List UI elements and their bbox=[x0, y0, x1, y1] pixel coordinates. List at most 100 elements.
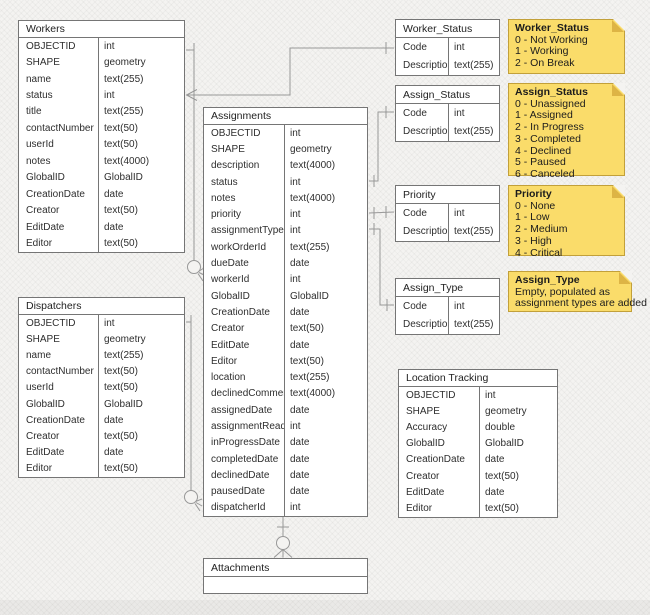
rel-workers-assignments[interactable] bbox=[186, 43, 205, 282]
field-type: text(50) bbox=[284, 320, 367, 337]
field-type: text(50) bbox=[284, 353, 367, 370]
field-type: int bbox=[448, 204, 499, 223]
field-name: EditDate bbox=[26, 221, 65, 233]
entity-title: Attachments bbox=[204, 559, 367, 577]
note-line: 3 - Completed bbox=[515, 132, 581, 145]
field-type: date bbox=[284, 402, 367, 419]
field-name: declinedDate bbox=[211, 469, 270, 481]
field-name: assignedDate bbox=[211, 404, 273, 416]
field-name: description bbox=[211, 160, 260, 172]
note-title: Assign_Status bbox=[515, 86, 588, 98]
field-name: status bbox=[26, 90, 53, 102]
field-type: text(50) bbox=[479, 467, 557, 485]
field-name: Description bbox=[403, 319, 448, 331]
field-type: date bbox=[98, 185, 184, 203]
field-name: Description bbox=[403, 226, 448, 238]
entity-table-priority[interactable]: PriorityCodeintDescriptiontext(255) bbox=[395, 185, 500, 242]
field-name: dueDate bbox=[211, 258, 249, 270]
rel-assignments-assign-status[interactable] bbox=[369, 106, 394, 187]
rel-assignments-attachments[interactable] bbox=[273, 515, 293, 558]
field-name: workOrderId bbox=[211, 241, 267, 253]
note-line: 5 - Paused bbox=[515, 156, 566, 169]
field-name: GlobalID bbox=[26, 172, 65, 184]
field-name: notes bbox=[211, 192, 236, 204]
field-type: text(255) bbox=[448, 56, 499, 75]
entity-table-attachments[interactable]: Attachments bbox=[203, 558, 368, 594]
field-type: text(255) bbox=[98, 347, 184, 364]
field-name: status bbox=[211, 176, 238, 188]
entity-title: Dispatchers bbox=[19, 298, 184, 315]
field-type: date bbox=[284, 336, 367, 354]
field-row: Descriptiontext(255) bbox=[396, 56, 499, 75]
field-type: text(50) bbox=[98, 363, 184, 380]
field-type: date bbox=[98, 444, 184, 461]
field-name: completedDate bbox=[211, 453, 279, 465]
rel-assignments-assign-type[interactable] bbox=[369, 223, 394, 311]
field-type: date bbox=[284, 467, 367, 484]
field-type: date bbox=[284, 450, 367, 468]
field-name: inProgressDate bbox=[211, 437, 280, 449]
field-name: title bbox=[26, 106, 42, 118]
field-name: contactNumber bbox=[26, 122, 94, 134]
entity-table-assign-type[interactable]: Assign_TypeCodeintDescriptiontext(255) bbox=[395, 278, 500, 335]
rel-assignments-priority[interactable] bbox=[368, 206, 395, 219]
field-type: GlobalID bbox=[284, 287, 367, 305]
field-type: int bbox=[98, 315, 184, 332]
field-name: userId bbox=[26, 139, 54, 151]
field-type: text(4000) bbox=[98, 153, 184, 170]
entity-title: Location Tracking bbox=[399, 370, 557, 387]
field-name: Creator bbox=[406, 470, 440, 482]
entity-table-worker-status[interactable]: Worker_StatusCodeintDescriptiontext(255) bbox=[395, 19, 500, 76]
entity-title: Workers bbox=[19, 21, 184, 38]
field-type: text(255) bbox=[448, 222, 499, 241]
field-row: declinedDate date bbox=[204, 467, 367, 484]
field-name: OBJECTID bbox=[406, 389, 456, 401]
field-type: text(50) bbox=[98, 428, 184, 445]
field-row: Descriptiontext(255) bbox=[396, 315, 499, 334]
field-type: date bbox=[284, 255, 367, 272]
field-name: GlobalID bbox=[406, 438, 445, 450]
field-name: EditDate bbox=[26, 447, 65, 459]
field-name: pausedDate bbox=[211, 486, 265, 498]
rel-dispatchers-assignments[interactable] bbox=[184, 315, 203, 512]
entity-table-assign-status[interactable]: Assign_StatusCodeintDescriptiontext(255) bbox=[395, 85, 500, 142]
field-type: int bbox=[284, 206, 367, 223]
rel-worker-status-workers[interactable] bbox=[185, 42, 394, 101]
field-name: Editor bbox=[211, 355, 238, 367]
field-row: Descriptiontext(255) bbox=[396, 222, 499, 241]
field-name: assignmentType bbox=[211, 225, 284, 237]
field-type: text(255) bbox=[448, 315, 499, 334]
field-type: int bbox=[284, 222, 367, 240]
field-name: dispatcherId bbox=[211, 502, 266, 514]
field-name: GlobalID bbox=[26, 398, 65, 410]
